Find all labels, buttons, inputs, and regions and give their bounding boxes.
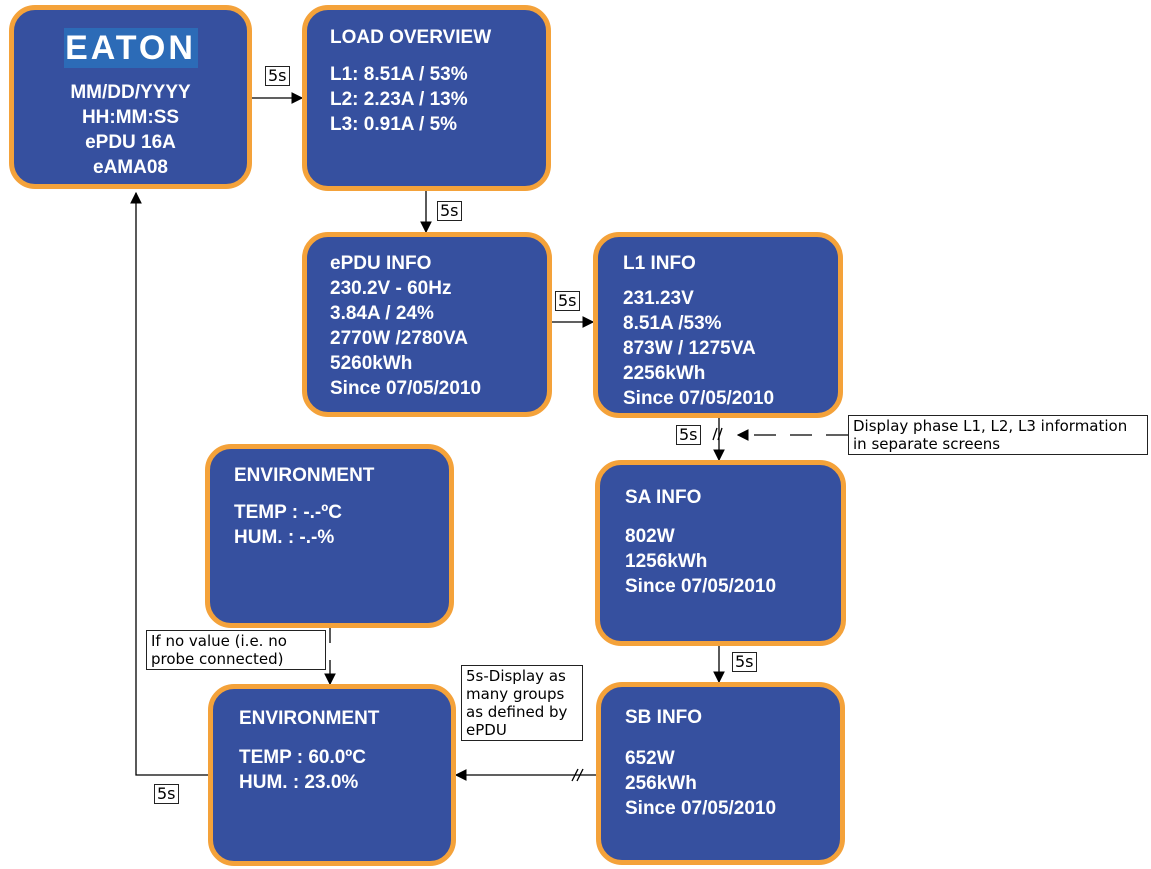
sa-info-title: SA INFO bbox=[625, 487, 702, 508]
no-value-note: If no value (i.e. no probe connected) bbox=[146, 630, 326, 670]
l1-info-voltage: 231.23V bbox=[623, 288, 694, 309]
sa-info-power: 802W bbox=[625, 526, 675, 547]
environment-temp: TEMP : 60.0ºC bbox=[239, 747, 366, 768]
no-value-note-line-2: probe connected) bbox=[151, 650, 284, 668]
sb-info-title: SB INFO bbox=[625, 707, 703, 728]
home-date: MM/DD/YYYY bbox=[70, 82, 191, 103]
home-screen: EATON MM/DD/YYYY HH:MM:SS ePDU 16A eAMA0… bbox=[9, 5, 252, 189]
epdu-info-since: Since 07/05/2010 bbox=[330, 378, 482, 399]
epdu-info-current: 3.84A / 24% bbox=[330, 303, 434, 324]
home-time: HH:MM:SS bbox=[81, 107, 180, 128]
timing-tag-home-load: 5s bbox=[265, 66, 290, 86]
l1-info-power: 873W / 1275VA bbox=[623, 338, 756, 359]
l1-info-energy: 2256kWh bbox=[623, 363, 706, 384]
l1-info-title: L1 INFO bbox=[623, 253, 696, 274]
break-mark-sb-env-1 bbox=[571, 768, 579, 782]
timing-tag-load-epdu: 5s bbox=[437, 201, 462, 221]
l1-info-screen: L1 INFO 231.23V 8.51A /53% 873W / 1275VA… bbox=[593, 232, 843, 418]
sb-info-power: 652W bbox=[625, 748, 675, 769]
eaton-logo: EATON bbox=[63, 28, 198, 68]
environment-empty-title: ENVIRONMENT bbox=[234, 465, 375, 486]
home-model: ePDU 16A bbox=[85, 132, 176, 153]
load-overview-title: LOAD OVERVIEW bbox=[330, 27, 492, 48]
load-overview-screen: LOAD OVERVIEW L1: 8.51A / 53% L2: 2.23A … bbox=[302, 5, 551, 191]
epdu-info-voltage: 230.2V - 60Hz bbox=[330, 278, 452, 299]
environment-title: ENVIRONMENT bbox=[239, 708, 380, 729]
environment-screen: ENVIRONMENT TEMP : 60.0ºC HUM. : 23.0% bbox=[208, 684, 456, 866]
no-value-note-line-1: If no value (i.e. no bbox=[151, 632, 287, 650]
load-overview-l2: L2: 2.23A / 13% bbox=[330, 89, 468, 110]
groups-note-line-2: many groups bbox=[466, 685, 565, 703]
timing-tag-epdu-l1: 5s bbox=[555, 291, 580, 311]
timing-tag-sa-sb: 5s bbox=[732, 652, 757, 672]
groups-note-line-1: 5s-Display as bbox=[466, 667, 566, 685]
environment-empty-temp: TEMP : -.-ºC bbox=[234, 502, 342, 523]
home-part-number: eAMA08 bbox=[93, 157, 168, 178]
load-overview-l1: L1: 8.51A / 53% bbox=[330, 64, 468, 85]
break-mark-l1-sa-2 bbox=[717, 427, 723, 441]
break-mark-sb-env-2 bbox=[576, 768, 584, 782]
sa-info-energy: 1256kWh bbox=[625, 551, 708, 572]
sa-info-screen: SA INFO 802W 1256kWh Since 07/05/2010 bbox=[595, 460, 846, 646]
environment-empty-screen: ENVIRONMENT TEMP : -.-ºC HUM. : -.-% bbox=[205, 444, 454, 628]
sb-info-screen: SB INFO 652W 256kWh Since 07/05/2010 bbox=[596, 682, 845, 865]
phase-display-note: Display phase L1, L2, L3 information in … bbox=[848, 415, 1148, 455]
phase-display-note-line-2: information in separate screens bbox=[853, 417, 1128, 453]
timing-tag-env-home: 5s bbox=[154, 784, 179, 804]
groups-note-line-3: as defined bbox=[466, 703, 545, 721]
l1-info-current: 8.51A /53% bbox=[623, 313, 722, 334]
phase-display-note-line-1: Display phase L1, L2, L3 bbox=[853, 417, 1036, 435]
epdu-info-screen: ePDU INFO 230.2V - 60Hz 3.84A / 24% 2770… bbox=[302, 232, 552, 417]
sb-info-since: Since 07/05/2010 bbox=[625, 798, 777, 819]
environment-humidity: HUM. : 23.0% bbox=[239, 772, 359, 793]
timing-tag-l1-sa: 5s bbox=[676, 425, 701, 445]
epdu-info-power: 2770W /2780VA bbox=[330, 328, 469, 349]
load-overview-l3: L3: 0.91A / 5% bbox=[330, 114, 458, 135]
break-mark-l1-sa-1 bbox=[712, 427, 718, 441]
arrow-env-to-home bbox=[130, 191, 211, 776]
sa-info-since: Since 07/05/2010 bbox=[625, 576, 777, 597]
groups-note: 5s-Display as many groups as defined by … bbox=[461, 665, 583, 741]
l1-info-since: Since 07/05/2010 bbox=[623, 388, 775, 409]
sb-info-energy: 256kWh bbox=[625, 773, 697, 794]
epdu-info-energy: 5260kWh bbox=[330, 353, 413, 374]
groups-note-line-4: by ePDU bbox=[466, 703, 568, 739]
environment-empty-humidity: HUM. : -.-% bbox=[234, 527, 335, 548]
epdu-info-title: ePDU INFO bbox=[330, 253, 432, 274]
